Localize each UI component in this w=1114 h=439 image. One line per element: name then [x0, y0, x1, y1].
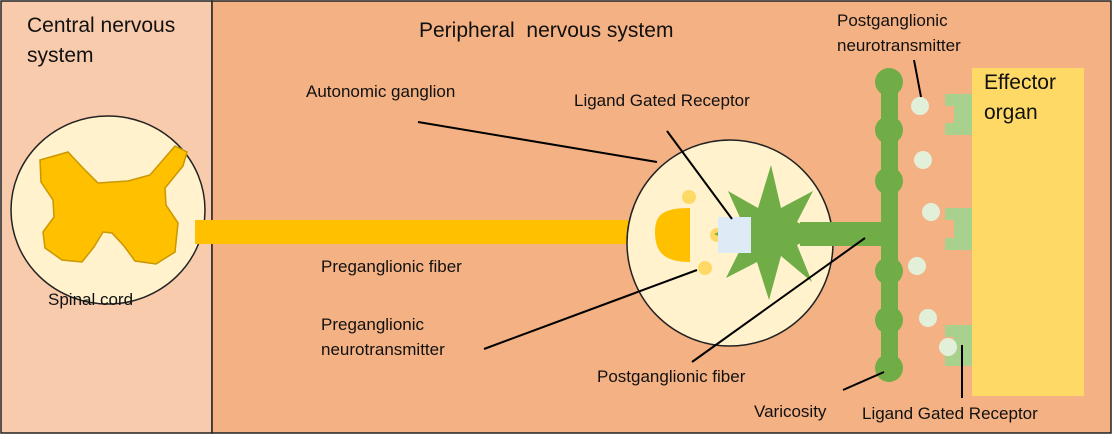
postganglionic-vesicle [919, 309, 937, 327]
effector-receptor [945, 94, 972, 135]
effector-label-line1: Effector [984, 71, 1056, 94]
ganglion-receptor [718, 217, 751, 253]
effector-receptor [945, 208, 972, 250]
spinal-cord-gray-matter [39, 145, 188, 265]
varicosity-label: Varicosity [754, 402, 827, 421]
varicosity-bead [875, 354, 903, 382]
varicosity-bead [875, 68, 903, 96]
cns-title-line1: Central nervous [27, 14, 175, 37]
postganglionic-fiber-label: Postganglionic fiber [597, 367, 746, 386]
effector-label-line2: organ [984, 101, 1038, 124]
postganglionic-vesicle [908, 257, 926, 275]
ligand-receptor-top-leader [666, 130, 733, 220]
presynaptic-terminal [655, 208, 690, 262]
postganglionic-vesicle [914, 151, 932, 169]
autonomic-ganglion-label: Autonomic ganglion [306, 82, 455, 101]
ligand-receptor-bottom-label: Ligand Gated Receptor [862, 404, 1038, 423]
autonomic-ganglion-leader [417, 121, 658, 163]
varicosity-bead [875, 257, 903, 285]
postganglionic-vesicle [922, 203, 940, 221]
postganglionic-nt-label-line1: Postganglionic [837, 11, 948, 30]
spinal-cord-label: Spinal cord [48, 290, 133, 309]
postganglionic-nt-leader [913, 59, 922, 98]
postganglionic-cell-body [714, 165, 820, 300]
preganglionic-nt-label-line1: Preganglionic [321, 315, 425, 334]
postganglionic-vesicle [911, 97, 929, 115]
cns-title-line2: system [27, 44, 94, 67]
postganglionic-fiber-leader [691, 237, 866, 363]
ligand-receptor-top-label: Ligand Gated Receptor [574, 91, 750, 110]
effector-organ [972, 68, 1084, 396]
effector-receptor [945, 325, 972, 366]
preganglionic-vesicle [682, 190, 696, 204]
postganglionic-nt-label-line2: neurotransmitter [837, 36, 961, 55]
varicosity-leader [842, 371, 885, 391]
varicosity-bead [875, 167, 903, 195]
varicosity-bead [875, 306, 903, 334]
postganglionic-fiber-shape [800, 222, 896, 246]
preganglionic-nt-label-line2: neurotransmitter [321, 340, 445, 359]
postganglionic-vertical-fiber [881, 80, 898, 375]
preganglionic-fiber-label: Preganglionic fiber [321, 257, 462, 276]
postganglionic-vesicle [939, 338, 957, 356]
preganglionic-nt-leader [483, 269, 698, 350]
preganglionic-vesicle [698, 261, 712, 275]
preganglionic-fiber-shape [195, 220, 661, 244]
varicosity-bead [875, 116, 903, 144]
pns-title: Peripheral nervous system [419, 19, 673, 42]
